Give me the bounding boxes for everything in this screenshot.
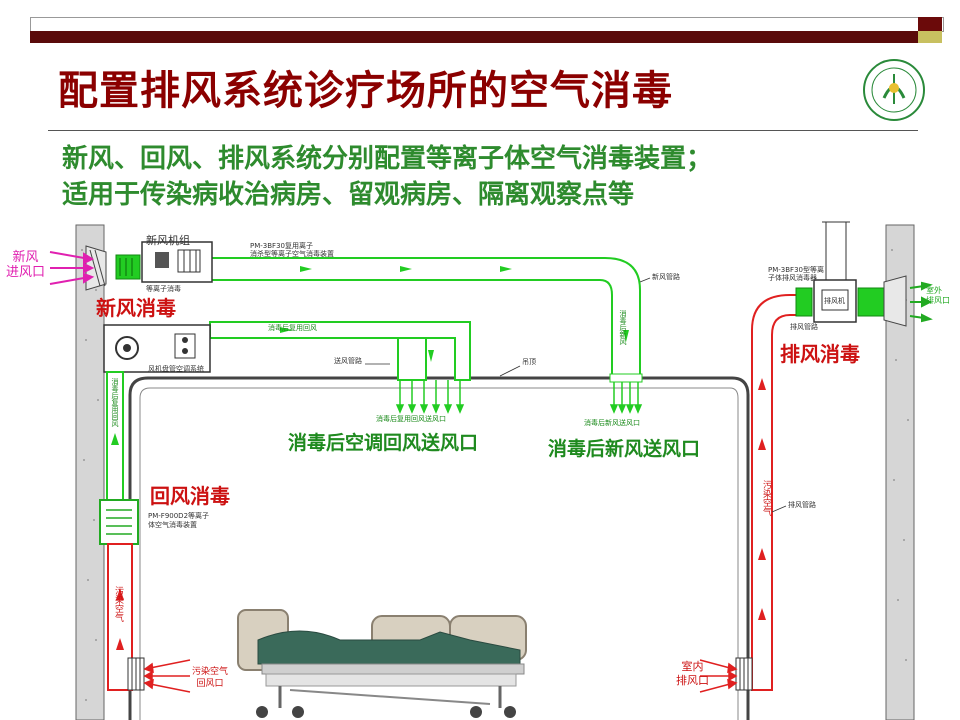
fresh-inlet-arrows <box>49 251 95 285</box>
indoor-exhaust-label: 室内 排风口 <box>676 660 709 687</box>
fresh-vertical-annotation: 消毒后新风 <box>619 310 627 345</box>
subtitle-line-2: 适用于传染病收治病房、留观病房、隔离观察点等 <box>62 180 635 210</box>
supply-duct-annotation: 送风管路 <box>334 357 362 365</box>
polluted-air-left: 污染空气 <box>113 586 123 622</box>
exhaust-out-arrows <box>909 281 933 323</box>
fresh-device-annotation: PM-3BF30复用离子 消杀型等离子空气消毒装置 <box>250 242 334 258</box>
header-bar-dark <box>30 31 942 43</box>
return-device-annotation: PM-F900D2等离子 体空气消毒装置 <box>148 512 210 529</box>
exhaust-disinfector <box>795 287 813 317</box>
indoor-exhaust-arrows <box>699 659 738 693</box>
hospital-bed <box>237 609 527 718</box>
ac-return-supply-outlet-label: 消毒后空调回风送风口 <box>288 432 479 454</box>
ceiling-annotation: 吊顶 <box>522 358 536 366</box>
fresh-device-small: 等离子消毒 <box>146 285 181 293</box>
fresh-inlet-label: 新风 进风口 <box>6 250 46 280</box>
exhaust-outlet-louver <box>883 275 907 327</box>
header-bar-accent-light <box>918 31 942 43</box>
fresh-air-unit <box>141 241 213 283</box>
wall-speckle <box>81 249 909 701</box>
exhaust-duct-annotation: 排风管路 <box>788 501 816 509</box>
subtitle-line-1: 新风、回风、排风系统分别配置等离子体空气消毒装置； <box>62 144 713 174</box>
page-title: 配置排风系统诊疗场所的空气消毒 <box>58 67 673 114</box>
polluted-air-right: 污染空气 <box>761 480 771 516</box>
hospital-logo <box>862 58 926 122</box>
ac-unit-annotation: 风机盘管空调系统 <box>148 365 204 373</box>
fresh-unit-label: 新风机组 <box>146 234 190 247</box>
fresh-outlet-small: 消毒后新风送风口 <box>584 419 640 427</box>
fresh-duct-arrows <box>300 266 629 342</box>
exhaust-duct-top-annotation: 排风管路 <box>790 323 818 331</box>
exhaust-outdoor-label: 室外 排风口 <box>926 286 950 305</box>
return-disinfector <box>99 499 139 545</box>
return-outlet-arrows <box>395 380 465 414</box>
fresh-disinfection-label: 新风消毒 <box>96 296 176 320</box>
ceiling-outline <box>128 376 750 720</box>
exhaust-device-annotation: PM-3BF30型等离 子体排风消毒器 <box>768 266 824 282</box>
exhaust-disinfection-label: 排风消毒 <box>780 342 860 366</box>
return-inlet-arrows <box>143 659 191 693</box>
return-inlet-label: 污染空气 回风口 <box>192 667 229 689</box>
return-disinfection-label: 回风消毒 <box>150 484 230 508</box>
return-vertical-annotation: 消毒后复用回风 <box>111 378 119 427</box>
title-divider <box>48 130 918 131</box>
exhaust-fan-annotation: 排风机 <box>824 297 845 305</box>
reuse-return-annotation: 消毒后复用回风 <box>268 324 317 332</box>
return-outlet-small: 消毒后复用回风送风口 <box>376 415 446 423</box>
fresh-duct-annotation: 新风管路 <box>652 273 680 281</box>
fresh-supply-outlet-label: 消毒后新风送风口 <box>548 438 701 460</box>
left-wall <box>75 224 105 720</box>
fresh-outlet-arrows <box>609 380 643 414</box>
